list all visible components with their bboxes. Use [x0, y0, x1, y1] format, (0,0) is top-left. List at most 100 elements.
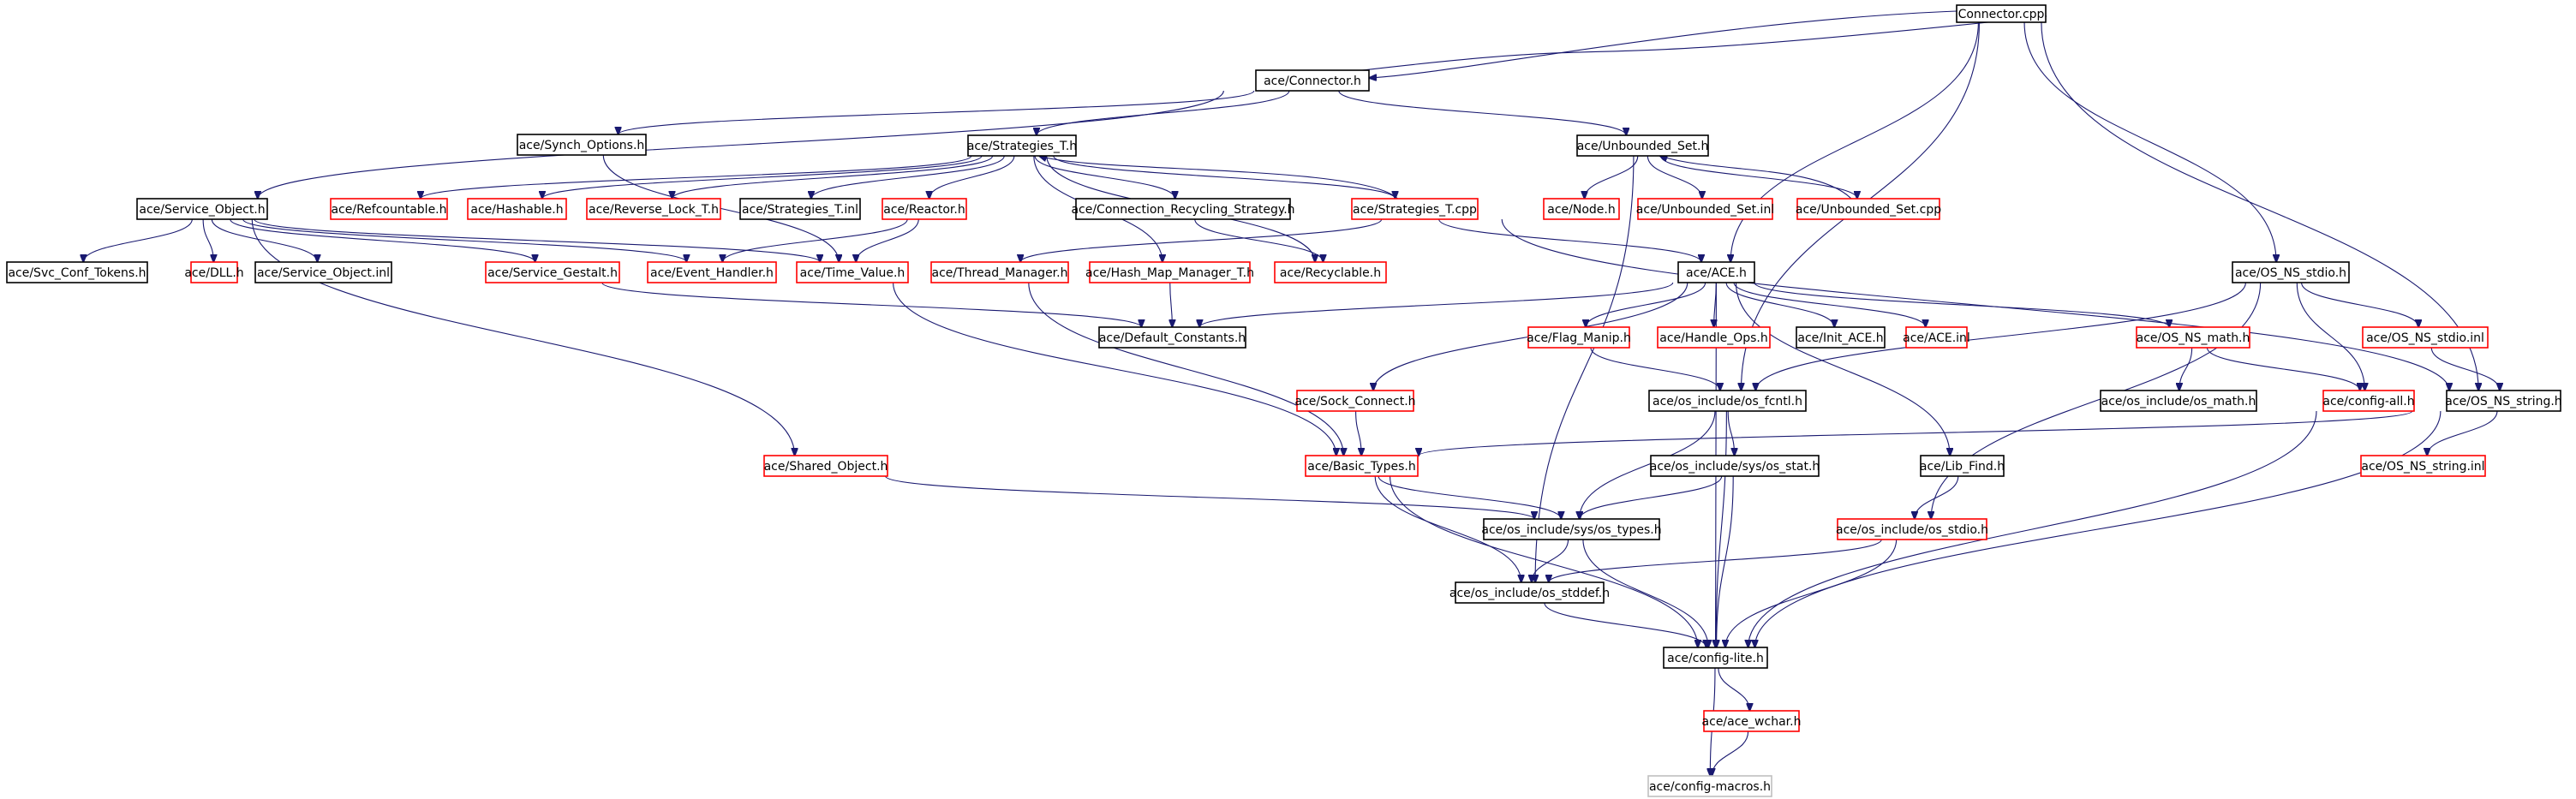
node-svc_conf_tokens[interactable]: ace/Svc_Conf_Tokens.h — [6, 261, 148, 283]
node-reverse_lock[interactable]: ace/Reverse_Lock_T.h — [586, 198, 721, 220]
node-refcountable[interactable]: ace/Refcountable.h — [330, 198, 448, 220]
edge-ace_wchar-to-config_macros — [1712, 730, 1749, 776]
node-strategies_t_h[interactable]: ace/Strategies_T.h — [967, 134, 1077, 157]
node-label-os_include_sys_os_types: ace/os_include/sys/os_types.h — [1481, 523, 1661, 537]
node-box-os_ns_stdio_h — [2232, 261, 2350, 283]
edge-root-to-ace_h — [1730, 21, 1979, 262]
node-handle_ops[interactable]: ace/Handle_Ops.h — [1657, 326, 1771, 349]
node-box-reactor_h — [882, 198, 967, 220]
node-os_include_os_math[interactable]: ace/os_include/os_math.h — [2100, 390, 2257, 412]
edge-os_ns_stdio_h-to-os_include_os_fcntl — [1755, 282, 2246, 391]
node-label-strategies_t_inl: ace/Strategies_T.inl — [742, 203, 858, 217]
node-os_ns_stdio_h[interactable]: ace/OS_NS_stdio.h — [2232, 261, 2350, 283]
node-label-event_handler: ace/Event_Handler.h — [650, 266, 774, 280]
node-ace_wchar[interactable]: ace/ace_wchar.h — [1702, 710, 1802, 732]
node-box-unbounded_set_cpp — [1796, 198, 1940, 220]
node-os_include_sys_os_stat[interactable]: ace/os_include/sys/os_stat.h — [1650, 455, 1820, 477]
node-os_ns_string_h[interactable]: ace/OS_NS_string.h — [2445, 390, 2562, 412]
node-label-basic_types: ace/Basic_Types.h — [1307, 460, 1415, 474]
node-time_value[interactable]: ace/Time_Value.h — [796, 261, 909, 283]
edge-os_include_sys_os_types-to-config_lite — [1582, 539, 1708, 647]
edge-os_include_os_fcntl-to-os_include_sys_os_types — [1580, 410, 1716, 519]
node-synch_options[interactable]: ace/Synch_Options.h — [517, 134, 647, 156]
node-box-lib_find — [1920, 455, 2005, 477]
node-reactor_h[interactable]: ace/Reactor.h — [882, 198, 967, 220]
node-box-basic_types — [1305, 455, 1419, 477]
edge-connector_h-to-unbounded_set_h — [1338, 90, 1626, 135]
file-nodes: Connector.cppace/Connector.hace/Synch_Op… — [6, 4, 2562, 797]
node-event_handler[interactable]: ace/Event_Handler.h — [647, 261, 777, 283]
node-connector_h[interactable]: ace/Connector.h — [1255, 69, 1370, 92]
node-os_ns_string_inl[interactable]: ace/OS_NS_string.inl — [2360, 455, 2486, 477]
node-unbounded_set_inl[interactable]: ace/Unbounded_Set.inl — [1636, 198, 1774, 220]
node-service_object_inl[interactable]: ace/Service_Object.inl — [254, 261, 392, 283]
node-default_constants[interactable]: ace/Default_Constants.h — [1098, 326, 1246, 349]
node-box-service_gestalt — [485, 261, 620, 283]
node-box-os_ns_string_inl — [2360, 455, 2486, 477]
node-config_all[interactable]: ace/config-all.h — [2322, 390, 2415, 412]
node-sock_connect[interactable]: ace/Sock_Connect.h — [1294, 390, 1416, 412]
edge-root-to-os_ns_stdio_h — [2023, 21, 2276, 262]
node-ace_h[interactable]: ace/ACE.h — [1677, 261, 1755, 283]
edge-unbounded_set_h-to-unbounded_set_inl — [1647, 155, 1702, 199]
edge-ace_h-to-lib_find — [1735, 282, 1950, 456]
node-box-hash_map_manager — [1089, 261, 1251, 283]
edge-config_all-to-config_lite — [1748, 410, 2317, 647]
node-os_ns_math[interactable]: ace/OS_NS_math.h — [2136, 326, 2250, 349]
node-box-unbounded_set_h — [1576, 134, 1709, 157]
node-service_object_h[interactable]: ace/Service_Object.h — [136, 198, 268, 220]
node-unbounded_set_cpp[interactable]: ace/Unbounded_Set.cpp — [1796, 198, 1941, 220]
dependency-edges — [83, 10, 2500, 776]
node-label-flag_manip: ace/Flag_Manip.h — [1527, 331, 1631, 345]
node-box-dll_h — [190, 261, 238, 283]
edge-ace_h-to-ace_inl — [1733, 282, 1926, 327]
node-os_include_os_stdio[interactable]: ace/os_include/os_stdio.h — [1836, 518, 1988, 540]
edge-os_ns_string_h-to-os_ns_string_inl — [2427, 410, 2498, 456]
edge-os_include_sys_os_types-to-os_include_os_stddef — [1532, 539, 1569, 582]
node-thread_manager[interactable]: ace/Thread_Manager.h — [930, 261, 1069, 283]
edge-os_ns_stdio_h-to-config_all — [2296, 282, 2364, 391]
node-dll_h[interactable]: ace/DLL.h — [184, 261, 244, 283]
node-label-service_object_inl: ace/Service_Object.inl — [257, 266, 390, 280]
node-hashable[interactable]: ace/Hashable.h — [467, 198, 567, 220]
edge-basic_types-to-os_include_os_stddef — [1374, 475, 1521, 582]
edge-strategies_t_cpp-to-thread_manager — [1020, 218, 1383, 262]
node-strategies_t_cpp[interactable]: ace/Strategies_T.cpp — [1351, 198, 1479, 220]
edge-os_include_os_fcntl-to-os_include_sys_os_stat — [1727, 410, 1734, 456]
edge-strategies_t_cpp-to-strategies_t_h — [1039, 156, 1398, 200]
node-flag_manip[interactable]: ace/Flag_Manip.h — [1527, 326, 1631, 349]
node-os_include_os_fcntl[interactable]: ace/os_include/os_fcntl.h — [1648, 390, 1807, 412]
node-os_ns_stdio_inl[interactable]: ace/OS_NS_stdio.inl — [2362, 326, 2489, 349]
node-label-unbounded_set_h: ace/Unbounded_Set.h — [1577, 140, 1709, 153]
edge-reactor_h-to-time_value — [856, 218, 919, 262]
node-box-node_h — [1543, 198, 1620, 220]
node-box-time_value — [796, 261, 909, 283]
node-strategies_t_inl[interactable]: ace/Strategies_T.inl — [739, 198, 861, 220]
node-init_ace[interactable]: ace/Init_ACE.h — [1796, 326, 1886, 349]
edge-strategies_t_cpp-to-ace_h — [1438, 218, 1701, 262]
node-os_include_sys_os_types[interactable]: ace/os_include/sys/os_types.h — [1481, 518, 1662, 540]
node-service_gestalt[interactable]: ace/Service_Gestalt.h — [485, 261, 620, 283]
node-unbounded_set_h[interactable]: ace/Unbounded_Set.h — [1576, 134, 1709, 157]
node-config_lite[interactable]: ace/config-lite.h — [1663, 647, 1768, 669]
node-basic_types[interactable]: ace/Basic_Types.h — [1305, 455, 1419, 477]
node-hash_map_manager[interactable]: ace/Hash_Map_Manager_T.h — [1085, 261, 1254, 283]
node-recyclable[interactable]: ace/Recyclable.h — [1274, 261, 1387, 283]
node-node_h[interactable]: ace/Node.h — [1543, 198, 1620, 220]
node-box-os_include_sys_os_stat — [1650, 455, 1820, 477]
node-label-conn_recycling: ace/Connection_Recycling_Strategy.h — [1071, 203, 1294, 217]
node-box-os_include_os_stddef — [1455, 581, 1605, 604]
node-label-unbounded_set_inl: ace/Unbounded_Set.inl — [1636, 203, 1774, 217]
node-shared_object[interactable]: ace/Shared_Object.h — [763, 455, 888, 477]
node-conn_recycling[interactable]: ace/Connection_Recycling_Strategy.h — [1071, 198, 1295, 220]
edge-connector_h-to-synch_options — [619, 90, 1255, 134]
node-lib_find[interactable]: ace/Lib_Find.h — [1920, 455, 2005, 477]
edge-service_object_h-to-shared_object — [251, 218, 794, 456]
node-label-init_ace: ace/Init_ACE.h — [1797, 331, 1883, 345]
node-box-connector_h — [1255, 69, 1370, 92]
node-config_macros[interactable]: ace/config-macros.h — [1647, 775, 1772, 797]
edge-strategies_t_h-to-refcountable — [421, 155, 972, 199]
node-label-reactor_h: ace/Reactor.h — [883, 203, 965, 217]
node-os_include_os_stddef[interactable]: ace/os_include/os_stddef.h — [1449, 581, 1610, 604]
node-ace_inl[interactable]: ace/ACE.inl — [1903, 326, 1970, 349]
